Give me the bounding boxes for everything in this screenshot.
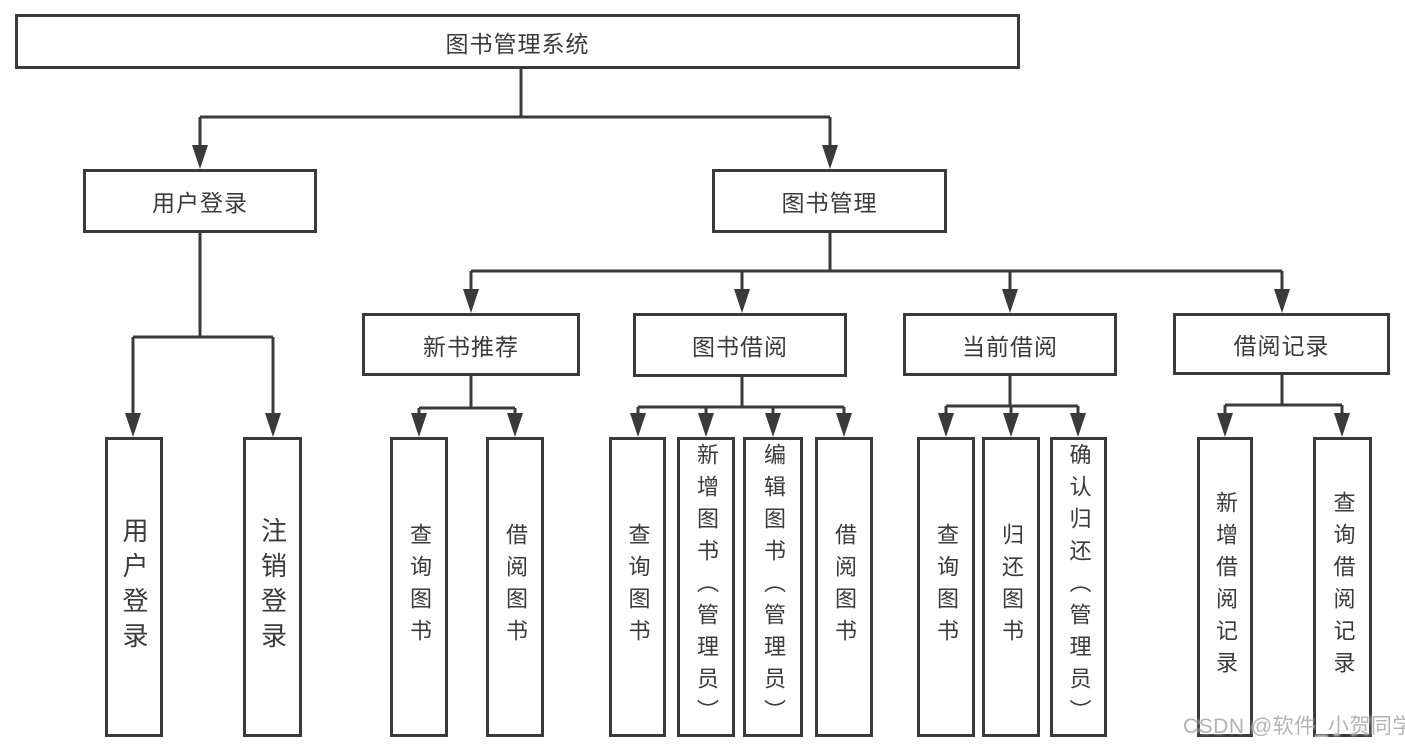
leaf-query-books-recommend: 查询图书 xyxy=(390,437,448,737)
node-user-login: 用户登录 xyxy=(83,169,317,233)
leaf-add-borrow-record: 新增借阅记录 xyxy=(1197,437,1253,737)
node-current-borrowing: 当前借阅 xyxy=(903,313,1117,376)
leaf-borrow-books-borrowing: 借阅图书 xyxy=(815,437,873,737)
node-book-borrowing: 图书借阅 xyxy=(633,313,847,377)
node-borrowing-records: 借阅记录 xyxy=(1173,313,1390,375)
watermark: CSDN @软件_小贺同学 xyxy=(1183,715,1405,738)
leaf-borrow-books-recommend: 借阅图书 xyxy=(486,437,544,737)
leaf-user-login: 用户登录 xyxy=(105,437,163,737)
leaf-logout: 注销登录 xyxy=(243,437,302,737)
leaf-confirm-return-admin: 确认归还（管理员） xyxy=(1050,437,1107,737)
leaf-add-book-admin: 新增图书（管理员） xyxy=(677,437,735,737)
leaf-return-books: 归还图书 xyxy=(982,437,1040,737)
node-book-management: 图书管理 xyxy=(712,169,947,233)
leaf-query-books-borrowing: 查询图书 xyxy=(609,437,666,737)
leaf-query-borrow-record: 查询借阅记录 xyxy=(1313,437,1372,737)
leaf-edit-book-admin: 编辑图书（管理员） xyxy=(743,437,803,737)
node-library-system: 图书管理系统 xyxy=(15,14,1020,69)
leaf-query-books-current: 查询图书 xyxy=(917,437,975,737)
node-new-book-recommendation: 新书推荐 xyxy=(362,313,580,376)
